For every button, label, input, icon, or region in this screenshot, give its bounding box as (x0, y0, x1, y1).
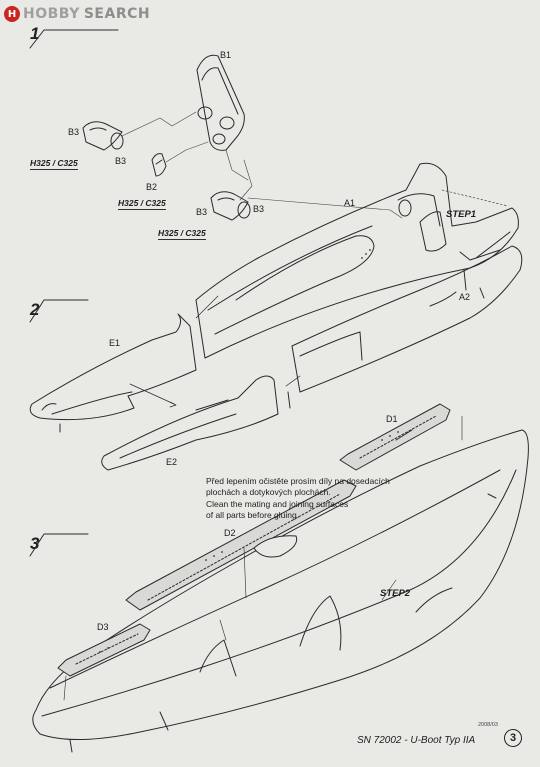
label-b3-left-bottom: B3 (115, 156, 127, 166)
label-b1: B1 (220, 50, 232, 60)
part-b1-housing (196, 54, 245, 151)
note-line-4: of all parts before gluing. (206, 509, 300, 520)
footer-title: SN 72002 - U-Boot Typ IIA (357, 735, 476, 746)
step-2-rule (29, 299, 89, 323)
label-d2: D2 (224, 528, 236, 538)
label-b3-right-b: B3 (253, 204, 265, 214)
part-b3-left (82, 121, 124, 151)
part-a2-lower-hull (287, 245, 523, 409)
part-d2-deck (125, 479, 357, 611)
part-code-2: H325 / C325 (118, 198, 166, 210)
step-number-2: 2 (30, 300, 40, 319)
step-number-3: 3 (30, 534, 40, 553)
callout-step2: STEP2 (380, 588, 411, 599)
label-b3-left-top: B3 (68, 127, 80, 137)
part-a1-hull (195, 162, 519, 359)
part-e1-bow-side (29, 313, 197, 433)
part-b2 (151, 153, 167, 177)
step-3-rule (29, 533, 89, 557)
complete-hull (32, 429, 529, 753)
label-e2: E2 (166, 457, 178, 467)
label-d3: D3 (97, 622, 109, 632)
label-b2: B2 (146, 182, 158, 192)
step-1-rule (29, 29, 119, 49)
callout-step1: STEP1 (446, 209, 477, 220)
part-e2-lower-side (101, 375, 279, 471)
label-a2: A2 (459, 292, 471, 302)
label-d1: D1 (386, 414, 398, 424)
label-b3-right-a: B3 (196, 207, 208, 217)
hobby-search-logo-icon: H (4, 6, 20, 22)
part-b3-right (210, 191, 251, 221)
part-code-3: H325 / C325 (158, 228, 206, 240)
footer-date: 2008/03 (478, 722, 498, 728)
label-e1: E1 (109, 338, 121, 348)
note-line-2: plochách a dotykových plochách. (206, 487, 331, 498)
part-d3-deck (57, 623, 151, 677)
cleaning-note: Před lepením očistěte prosím díly na dos… (206, 476, 390, 521)
label-a1: A1 (344, 198, 356, 208)
page-number: 3 (504, 729, 522, 747)
part-d1-deck (339, 403, 451, 471)
note-line-1: Před lepením očistěte prosím díly na dos… (206, 476, 390, 486)
note-line-3: Clean the mating and joining surfaces (206, 498, 349, 509)
step-number-1: 1 (30, 24, 40, 43)
part-code-1: H325 / C325 (30, 158, 78, 170)
